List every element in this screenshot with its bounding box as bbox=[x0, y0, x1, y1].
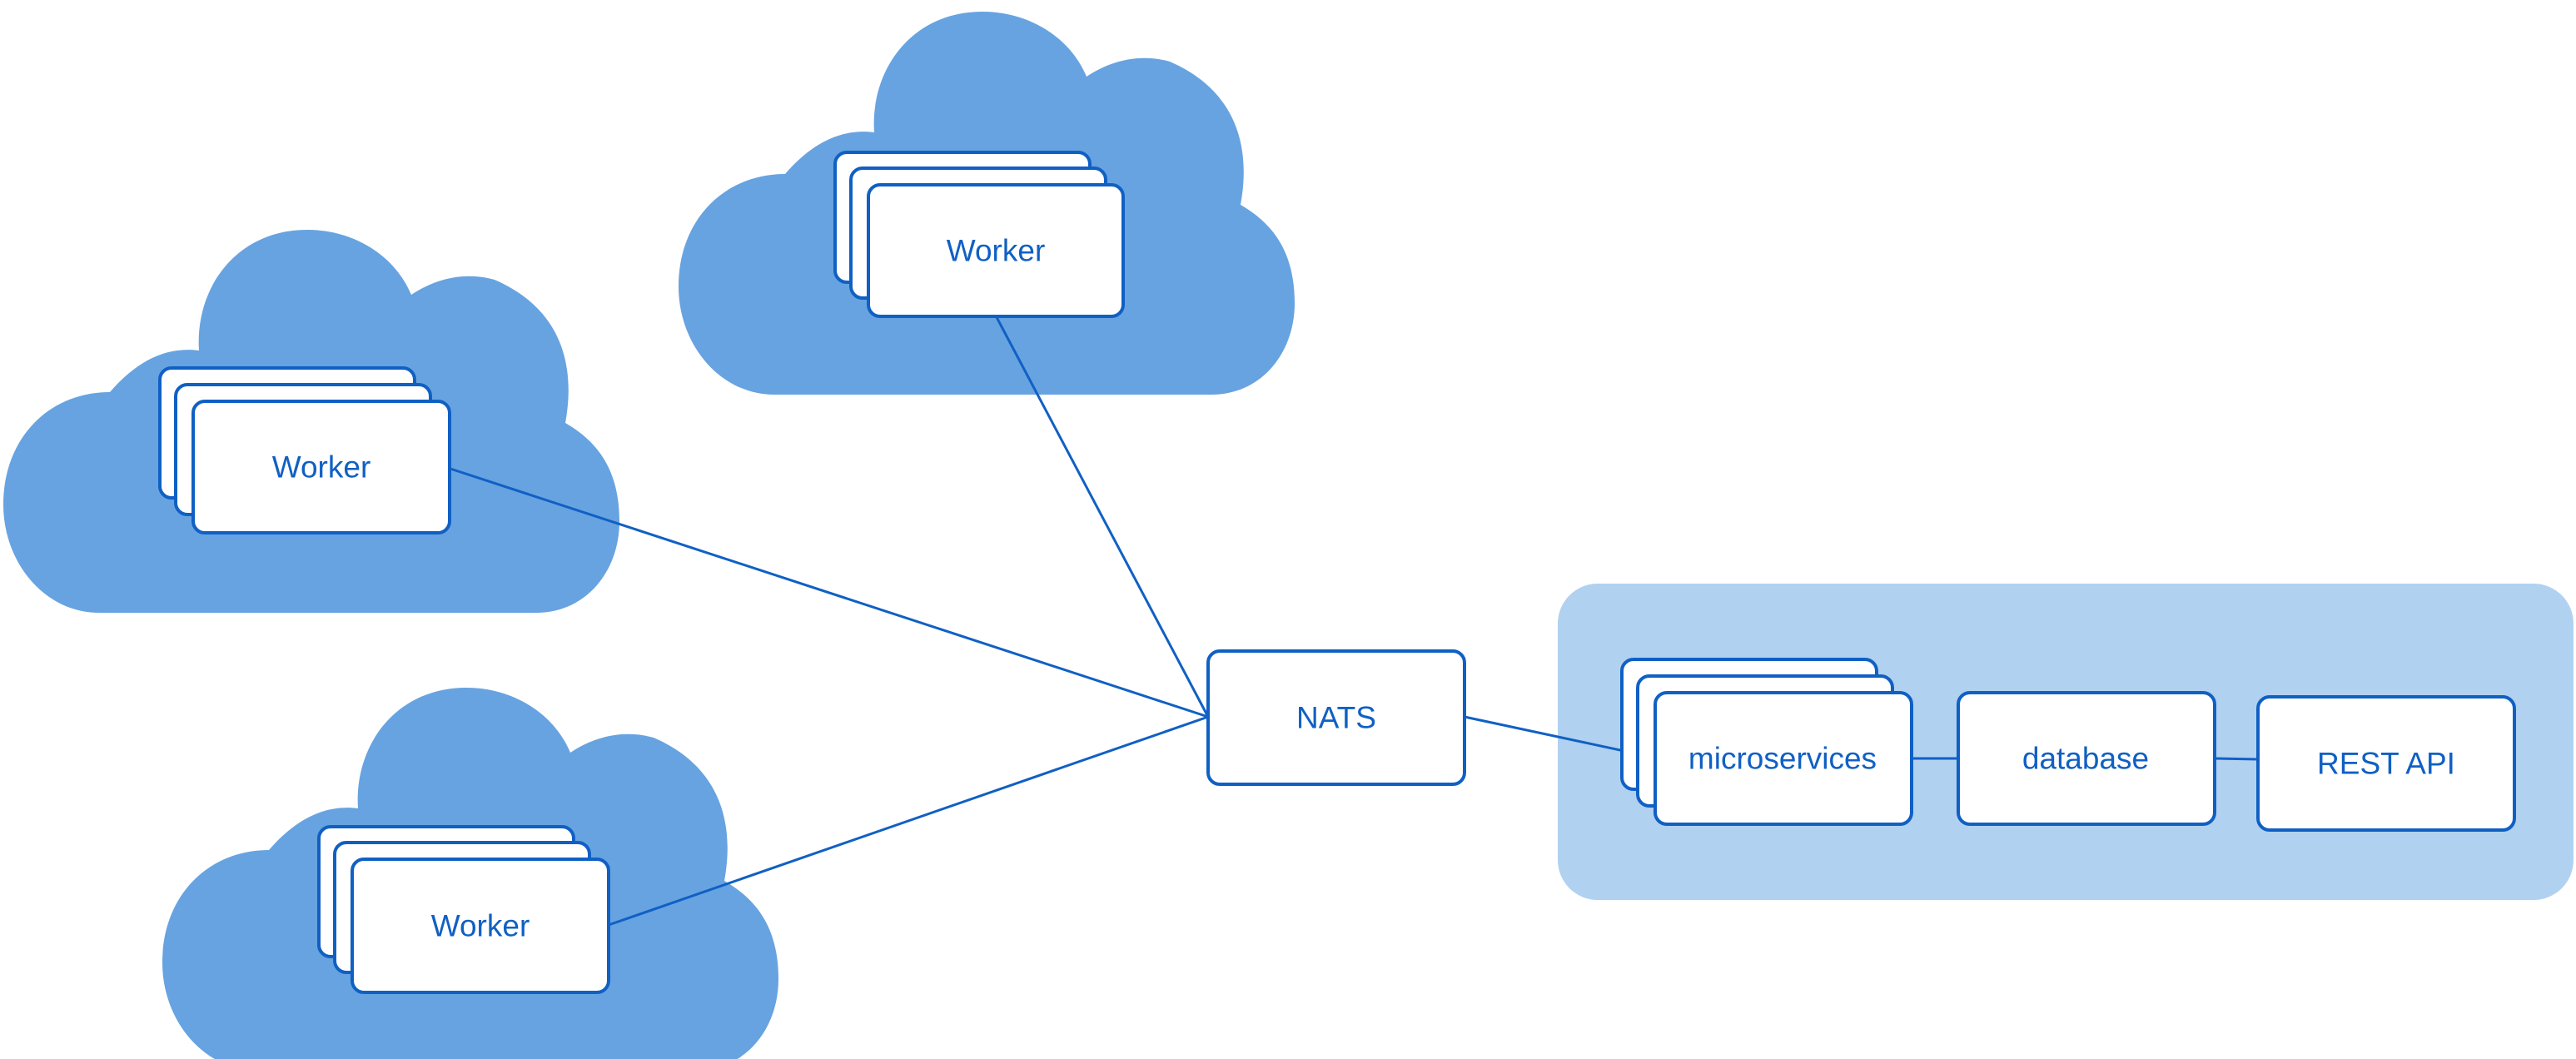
rest-api-label: REST API bbox=[2317, 747, 2455, 781]
worker-label: Worker bbox=[272, 450, 371, 485]
nats-node[interactable]: NATS bbox=[1206, 649, 1466, 786]
worker-stack-bottom[interactable]: Worker bbox=[317, 825, 610, 994]
worker-card-front bbox=[191, 400, 451, 534]
rest-api-box bbox=[2256, 695, 2516, 832]
link-worker-bottom-nats bbox=[608, 715, 1209, 927]
microservices-label: microservices bbox=[1688, 742, 1877, 776]
worker-card-front bbox=[351, 858, 610, 994]
rest-api-node[interactable]: REST API bbox=[2256, 695, 2516, 832]
database-node[interactable]: database bbox=[1957, 691, 2216, 826]
worker-label: Worker bbox=[947, 234, 1046, 268]
nats-box bbox=[1206, 649, 1466, 786]
link-database-rest-api bbox=[2214, 757, 2259, 761]
microservices-card-front bbox=[1654, 691, 1913, 826]
microservices-stack[interactable]: microservices bbox=[1620, 658, 1913, 826]
worker-stack-top[interactable]: Worker bbox=[833, 151, 1125, 318]
worker-card-front bbox=[867, 183, 1125, 318]
link-worker-top-nats bbox=[995, 316, 1210, 718]
nats-label: NATS bbox=[1296, 701, 1376, 735]
database-box bbox=[1957, 691, 2216, 826]
worker-label: Worker bbox=[431, 909, 530, 943]
worker-stack-left[interactable]: Worker bbox=[158, 366, 451, 534]
link-worker-left-nats bbox=[450, 467, 1209, 718]
database-label: database bbox=[2022, 742, 2149, 776]
